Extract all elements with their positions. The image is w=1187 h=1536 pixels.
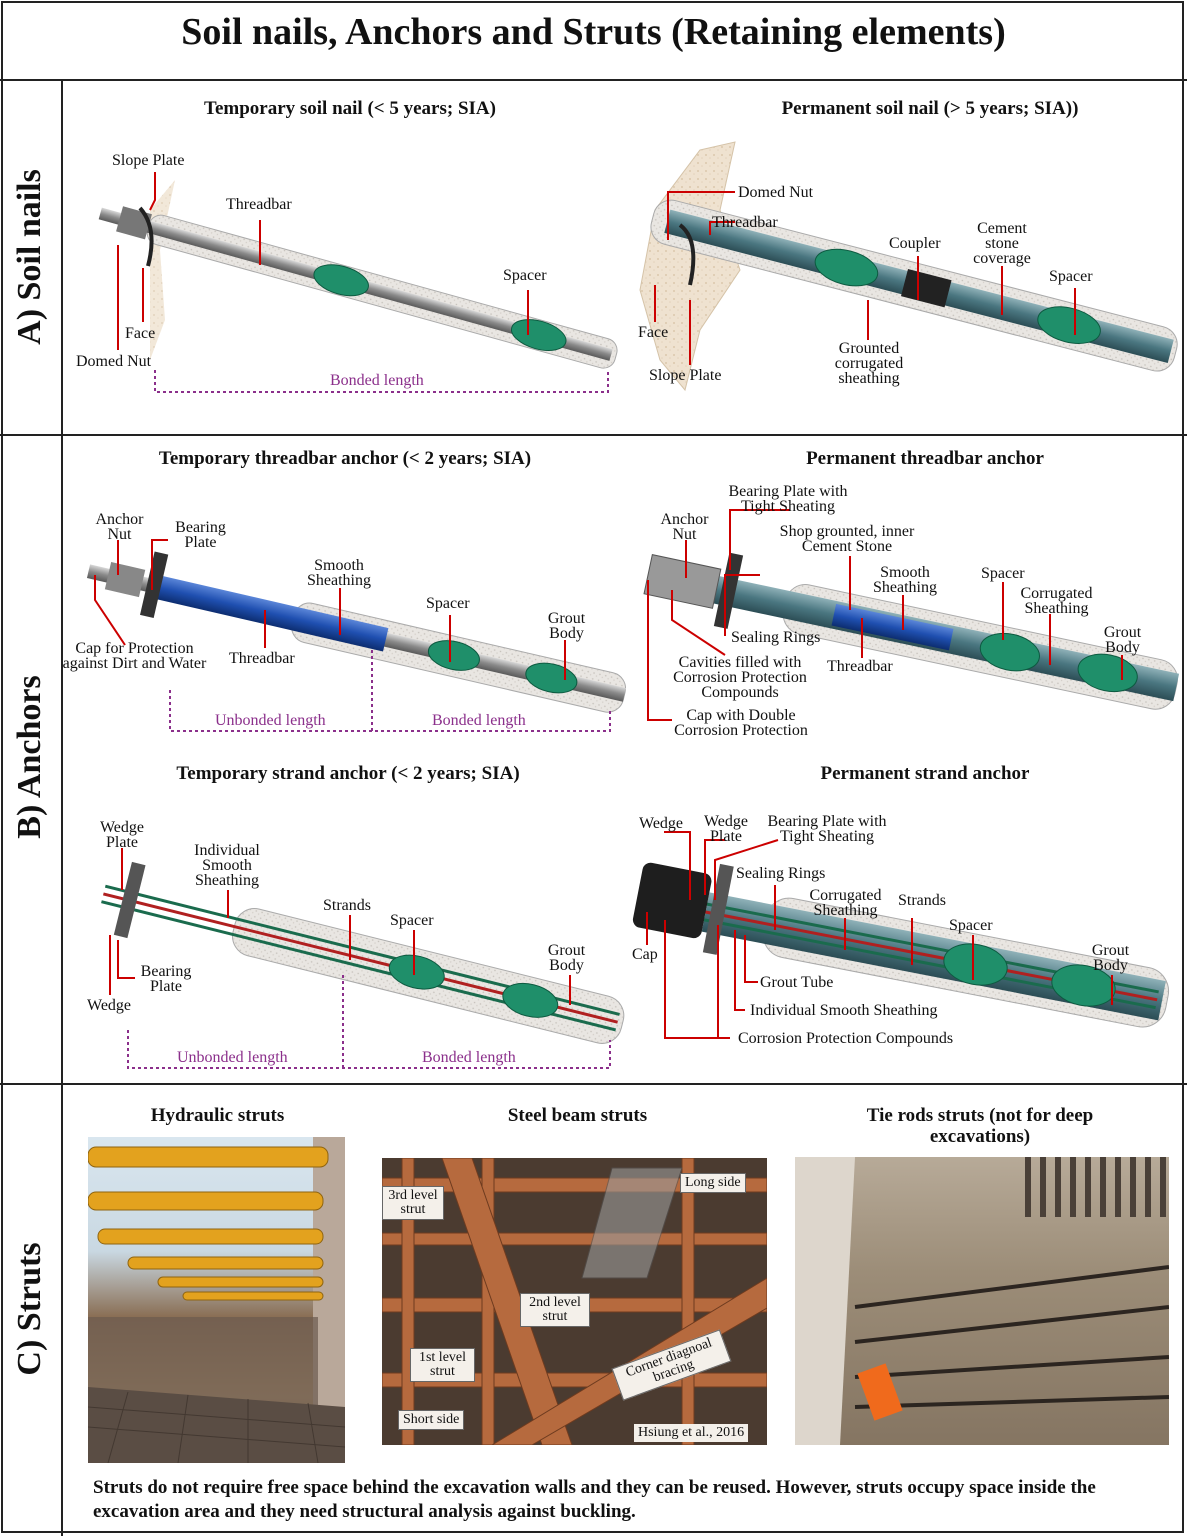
perm-tb-sealing-rings: Sealing Rings [731, 629, 821, 646]
temp-nail-domed-nut: Domed Nut [76, 353, 152, 370]
temp-strand-drawing [101, 848, 625, 1069]
temp-tb-anchor-nut: Anchor Nut [95, 511, 144, 543]
temp-strand-title: Temporary strand anchor (< 2 years; SIA) [176, 763, 520, 784]
temp-tb-bearing-plate: Bearing Plate [175, 519, 226, 551]
temp-st-spacer: Spacer [390, 912, 434, 929]
perm-nail-cement-stone: Cement stone coverage [973, 220, 1031, 267]
temp-tb-unbonded-length: Unbonded length [215, 712, 326, 729]
perm-st-corrosion: Corrosion Protection Compounds [738, 1030, 954, 1047]
perm-st-wedge: Wedge [639, 815, 684, 832]
temp-st-strands: Strands [323, 897, 371, 914]
perm-strand-drawing [632, 831, 1170, 1039]
perm-threadbar-title: Permanent threadbar anchor [806, 448, 1044, 469]
hydraulic-struts-title: Hydraulic struts [150, 1105, 285, 1126]
perm-st-wedge-plate: Wedge Plate [703, 813, 749, 845]
perm-tb-spacer: Spacer [981, 565, 1025, 582]
temp-tb-bonded-length: Bonded length [432, 712, 526, 729]
perm-nail-threadbar: Threadbar [712, 214, 778, 231]
perm-tb-cap: Cap with Double Corrosion Protection [674, 707, 808, 739]
perm-tb-cavities: Cavities filled with Corrosion Protectio… [673, 654, 807, 701]
temp-nail-bonded-length: Bonded length [330, 372, 424, 389]
footer-note: Struts do not require free space behind … [93, 1477, 1096, 1522]
tag-1st-level-strut: 1st level strut [410, 1348, 475, 1382]
perm-tb-shop-grouted: Shop grounted, inner Cement Stone [779, 523, 915, 555]
tie-rods-struts-photo [795, 1157, 1169, 1445]
temp-st-wedge-plate: Wedge Plate [99, 819, 145, 851]
temp-st-grout-body: Grout Body [547, 942, 586, 974]
tag-3rd-level-strut: 3rd level strut [382, 1186, 444, 1220]
perm-strand-title: Permanent strand anchor [820, 763, 1030, 784]
perm-st-strands: Strands [898, 892, 946, 909]
temp-nail-threadbar: Threadbar [226, 196, 292, 213]
temp-tb-threadbar: Threadbar [229, 650, 295, 667]
temp-tb-cap: Cap for Protection against Dirt and Wate… [62, 640, 207, 672]
perm-nail-domed-nut: Domed Nut [738, 184, 814, 201]
temp-threadbar-title: Temporary threadbar anchor (< 2 years; S… [158, 448, 532, 469]
perm-nail-face: Face [638, 324, 669, 341]
tag-source: Hsiung et al., 2016 [634, 1424, 749, 1442]
perm-st-grout-body: Grout Body [1091, 942, 1130, 974]
temp-st-wedge: Wedge [87, 997, 132, 1014]
perm-st-bearing-plate: Bearing Plate with Tight Sheating [767, 813, 887, 845]
tie-rods-struts-title: Tie rods struts (not for deep excavation… [866, 1105, 1094, 1147]
perm-threadbar-drawing [643, 509, 1180, 721]
steel-beam-struts-photo: 3rd level strut Long side 2nd level stru… [382, 1158, 767, 1445]
perm-st-corrugated: Corrugated Sheathing [809, 887, 882, 919]
temp-threadbar-drawing [86, 539, 627, 732]
row-label-divider [61, 80, 63, 1536]
temp-st-bearing-plate: Bearing Plate [140, 963, 192, 995]
tag-short-side: Short side [398, 1410, 465, 1430]
tag-2nd-level-strut: 2nd level strut [520, 1293, 590, 1327]
perm-nail-slope-plate: Slope Plate [649, 367, 722, 384]
temp-tb-grout-body: Grout Body [547, 610, 586, 642]
perm-st-grout-tube: Grout Tube [760, 974, 834, 991]
perm-nail-coupler: Coupler [889, 235, 941, 252]
perm-tb-corrugated: Corrugated Sheathing [1020, 585, 1093, 617]
steel-beam-struts-title: Steel beam struts [507, 1105, 648, 1126]
temp-st-individual: Individual Smooth Sheathing [194, 842, 260, 889]
temp-nail-spacer: Spacer [503, 267, 547, 284]
perm-tb-anchor-nut: Anchor Nut [660, 511, 709, 543]
temp-st-unbonded-length: Unbonded length [177, 1049, 288, 1066]
perm-st-individual: Individual Smooth Sheathing [750, 1002, 938, 1019]
temp-tb-smooth-sheathing: Smooth Sheathing [307, 557, 371, 589]
perm-tb-bearing-plate: Bearing Plate with Tight Sheating [728, 483, 848, 515]
perm-st-cap: Cap [632, 946, 658, 963]
divider-struts [0, 1083, 1187, 1085]
divider-title [0, 79, 1187, 81]
perm-soil-nail-title: Permanent soil nail (> 5 years; SIA)) [781, 98, 1079, 119]
temp-soil-nail-title: Temporary soil nail (< 5 years; SIA) [204, 98, 496, 119]
perm-tb-smooth-sheathing: Smooth Sheathing [873, 564, 937, 596]
perm-nail-spacer: Spacer [1049, 268, 1093, 285]
page-title: Soil nails, Anchors and Struts (Retainin… [181, 11, 1006, 53]
perm-nail-sheathing: Grounted corrugated sheathing [834, 340, 904, 387]
temp-soil-nail-drawing [98, 172, 618, 393]
perm-tb-threadbar: Threadbar [827, 658, 893, 675]
hydraulic-struts-photo [88, 1137, 345, 1463]
perm-tb-grout-body: Grout Body [1103, 624, 1142, 656]
temp-st-bonded-length: Bonded length [422, 1049, 516, 1066]
divider-anchors [0, 434, 1187, 436]
perm-soil-nail-drawing [639, 141, 1178, 392]
temp-nail-face: Face [125, 325, 156, 342]
perm-st-sealing-rings: Sealing Rings [736, 865, 826, 882]
perm-st-spacer: Spacer [949, 917, 993, 934]
tag-long-side: Long side [680, 1173, 746, 1193]
temp-tb-spacer: Spacer [426, 595, 470, 612]
temp-nail-slope-plate: Slope Plate [112, 152, 185, 169]
